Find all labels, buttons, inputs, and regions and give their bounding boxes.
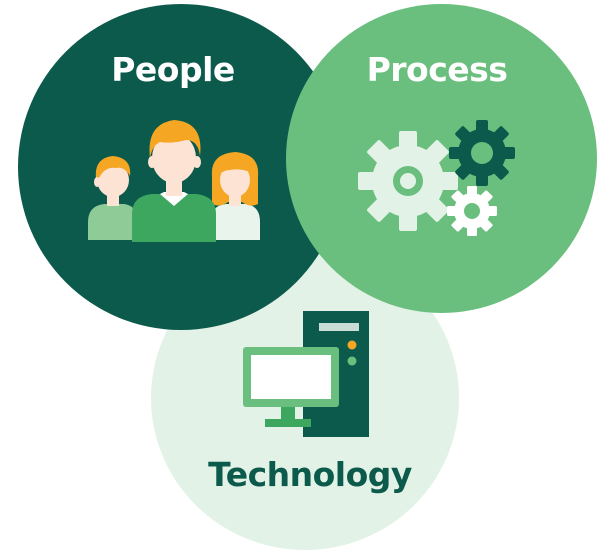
person-left-icon bbox=[88, 156, 138, 240]
gears-icon bbox=[358, 120, 515, 236]
technology-label: Technology bbox=[208, 455, 412, 494]
large-gear-icon bbox=[358, 131, 458, 231]
person-right-icon bbox=[210, 152, 260, 240]
person-center-icon bbox=[132, 120, 216, 242]
people-label: People bbox=[111, 50, 235, 89]
people-group-icon bbox=[88, 120, 260, 242]
dark-gear-icon bbox=[449, 120, 515, 186]
computer-icon bbox=[243, 311, 369, 437]
small-gear-icon bbox=[447, 186, 497, 236]
computer-monitor-icon bbox=[243, 347, 339, 407]
process-label: Process bbox=[366, 50, 508, 89]
